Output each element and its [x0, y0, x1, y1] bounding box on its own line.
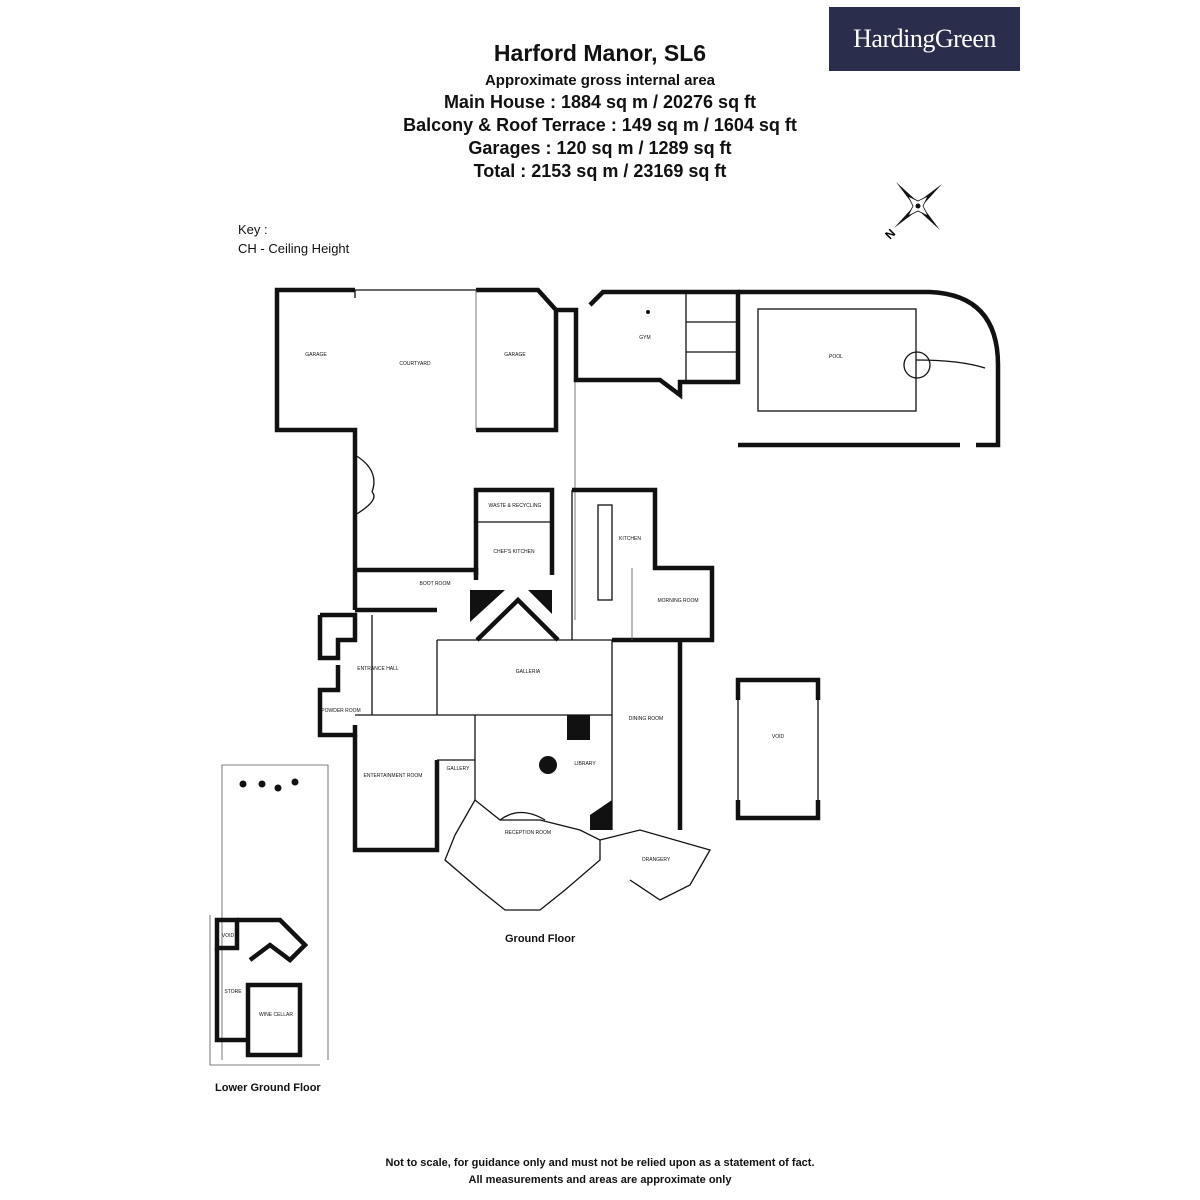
room-label-boot-room: BOOT ROOM	[419, 581, 450, 587]
room-label-gym: GYM	[639, 335, 650, 341]
gym-pool-block	[556, 289, 1001, 448]
central-house	[317, 567, 683, 830]
room-label-morning-room: MORNING ROOM	[657, 598, 698, 604]
brand-logo: HardingGreen	[829, 7, 1020, 71]
area-garages: Garages : 120 sq m / 1289 sq ft	[468, 138, 732, 158]
area-subtitle: Approximate gross internal area	[484, 72, 716, 89]
room-label-garage-left: GARAGE	[305, 352, 327, 358]
property-title: Harford Manor, SL6	[493, 40, 707, 66]
room-label-galleria: GALLERIA	[516, 669, 541, 675]
room-label-reception-room: RECEPTION ROOM	[505, 830, 551, 836]
room-label-chefs-kitchen: CHEF'S KITCHEN	[493, 549, 535, 555]
room-label-waste: WASTE & RECYCLING	[489, 503, 542, 509]
area-main-house: Main House : 1884 sq m / 20276 sq ft	[443, 92, 757, 112]
room-label-library: LIBRARY	[574, 761, 596, 767]
south-wing	[352, 715, 711, 911]
void-area	[735, 677, 821, 821]
room-label-entertainment-room: ENTERTAINMENT ROOM	[364, 773, 423, 779]
room-label-gallery: GALLERY	[447, 766, 471, 772]
room-label-pool: POOL	[829, 354, 843, 360]
floor-label-ground: Ground Floor	[505, 933, 576, 945]
room-label-void-small: VOID	[222, 933, 235, 939]
room-label-entrance-hall: ENTRANCE HALL	[357, 666, 399, 672]
room-label-garage-right: GARAGE	[504, 352, 526, 358]
disclaimer-line-2: All measurements and areas are approxima…	[468, 1174, 732, 1186]
room-label-void: VOID	[772, 734, 785, 740]
disclaimer-line-1: Not to scale, for guidance only and must…	[385, 1157, 815, 1169]
room-label-wine-cellar: WINE CELLAR	[259, 1012, 293, 1018]
compass-icon	[894, 182, 942, 230]
room-label-store: STORE	[224, 989, 242, 995]
room-label-orangery: ORANGERY	[642, 857, 671, 863]
compass-north-label: N	[882, 226, 898, 242]
floor-label-lower-ground: Lower Ground Floor	[215, 1082, 321, 1094]
area-balcony-terrace: Balcony & Roof Terrace : 149 sq m / 1604…	[403, 115, 797, 135]
key-item-ceiling-height: CH - Ceiling Height	[238, 241, 350, 256]
plan-key: Key : CH - Ceiling Height	[238, 220, 349, 258]
room-label-courtyard: COURTYARD	[399, 361, 431, 367]
lower-ground-plan	[209, 764, 329, 1066]
area-total: Total : 2153 sq m / 23169 sq ft	[473, 161, 727, 181]
disclaimer: Not to scale, for guidance only and must…	[300, 1155, 900, 1189]
key-heading: Key :	[238, 222, 268, 237]
kitchen-wing	[473, 487, 715, 643]
room-label-dining-room: DINING ROOM	[629, 716, 663, 722]
room-label-kitchen: KITCHEN	[619, 536, 641, 542]
page-header: Harford Manor, SL6 Approximate gross int…	[300, 38, 900, 183]
room-label-powder-room: POWDER ROOM	[321, 708, 360, 714]
